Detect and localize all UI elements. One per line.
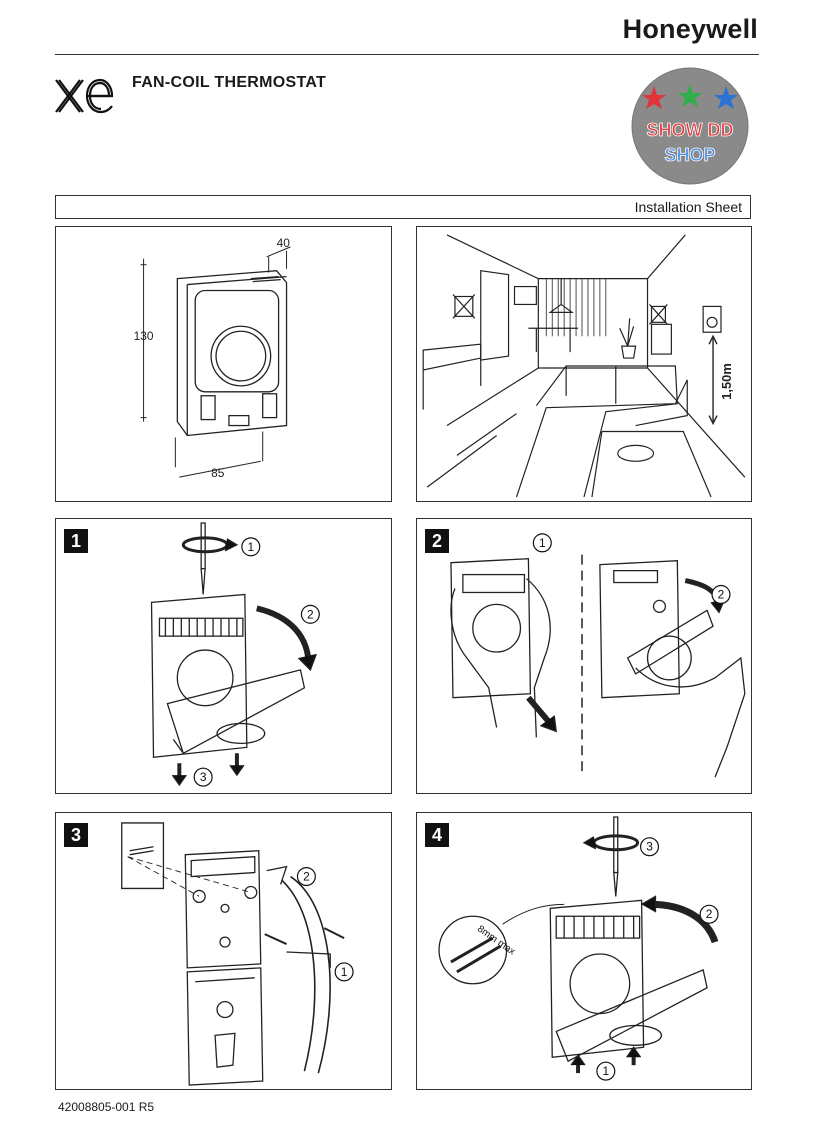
document-number: 42008805-001 R5: [58, 1100, 155, 1114]
callout-3: 3: [646, 840, 653, 854]
depth-dimension-label: 40: [277, 236, 291, 250]
thermostat-dimension-drawing: 130 85 40: [134, 236, 291, 480]
step-number: 1: [64, 529, 88, 553]
callout-2: 2: [303, 870, 310, 884]
callout-1: 1: [341, 965, 348, 979]
badge-line-1: SHOW DD: [647, 120, 734, 140]
section-label: Installation Sheet: [634, 199, 742, 215]
step-number: 2: [425, 529, 449, 553]
callout-markers: 1 2 3: [193, 537, 320, 787]
step-3-panel: 3: [55, 812, 392, 1090]
callout-2: 2: [718, 587, 725, 601]
room-placement-panel: 1,50m: [416, 226, 752, 502]
room-illustration: 1,50m: [422, 234, 746, 498]
step-1-illustration: 1 2 3: [150, 522, 320, 787]
step-number: 4: [425, 823, 449, 847]
step-4-illustration: 8mm max 3 2 1: [438, 816, 719, 1081]
step-2-panel: 2 1: [416, 518, 752, 794]
callout-2: 2: [706, 907, 713, 921]
step-number: 3: [64, 823, 88, 847]
callout-2: 2: [307, 607, 314, 621]
height-dimension-label: 130: [134, 329, 154, 343]
header-rule: [55, 54, 759, 55]
callout-3: 3: [200, 770, 207, 784]
step-1-panel: 1 1: [55, 518, 392, 794]
callout-1: 1: [539, 536, 546, 550]
dimensions-panel: 130 85 40: [55, 226, 392, 502]
badge-line-2: SHOP: [664, 145, 715, 165]
callout-markers: 1 2: [532, 533, 731, 604]
section-bar: Installation Sheet: [55, 195, 751, 219]
wire-length-note: 8mm max: [475, 924, 517, 958]
step-2-illustration: 1 2: [450, 533, 746, 778]
width-dimension-label: 85: [211, 466, 225, 480]
step-3-illustration: 2 1: [121, 822, 354, 1086]
mount-height-label: 1,50m: [719, 363, 734, 400]
callout-markers: 3 2 1: [596, 837, 719, 1081]
shop-badge-logo: SHOW DD SHOP: [631, 67, 749, 185]
product-title: FAN-COIL THERMOSTAT: [132, 74, 327, 91]
brand-logo: Honeywell: [622, 14, 758, 44]
callout-1: 1: [603, 1064, 610, 1078]
callout-markers: 2 1: [296, 867, 354, 982]
star-icon: [642, 84, 738, 109]
callout-1: 1: [247, 540, 254, 554]
step-4-panel: 4: [416, 812, 752, 1090]
xe-logo-icon: [55, 78, 114, 114]
